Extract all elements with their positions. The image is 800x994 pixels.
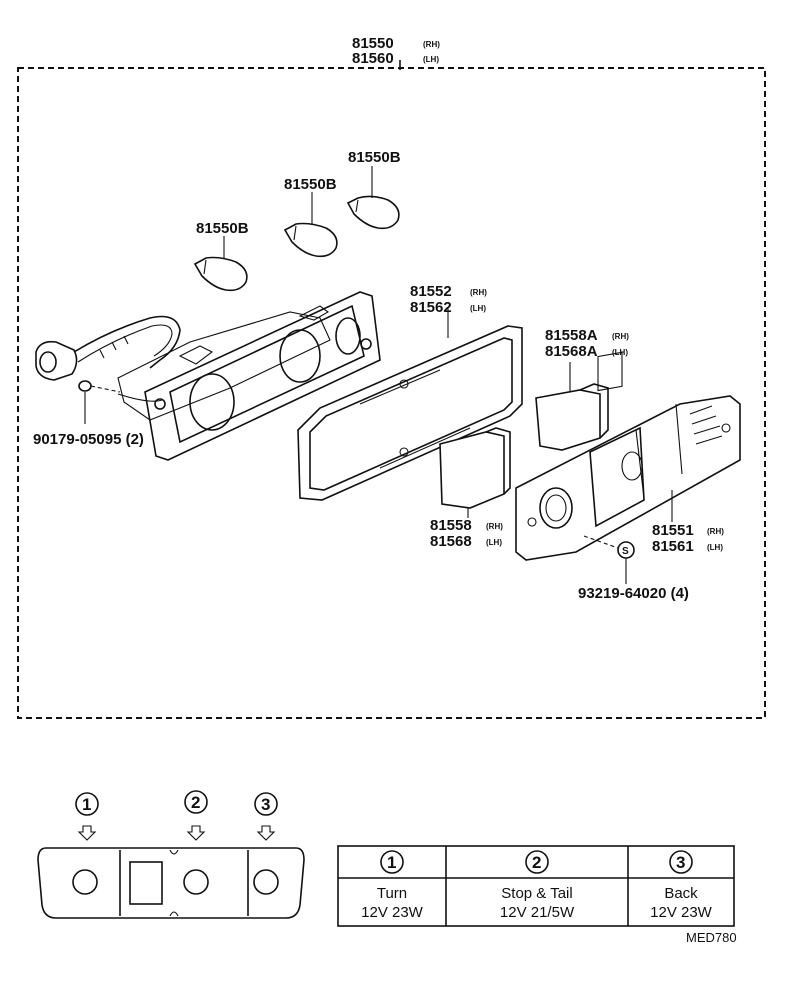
reflector-lower-tag-lh: (LH) (486, 538, 502, 547)
screw-right-label: 93219-64020 (4) (578, 585, 689, 602)
bulb-middle-label: 81550B (284, 176, 337, 193)
reflector-upper-part-lh: 81568A (545, 343, 598, 360)
bulb-left-label: 81550B (196, 220, 249, 237)
socket-connector (35, 315, 181, 381)
assembly-part-rh: 81550 (352, 35, 394, 52)
assembly-part-lh: 81560 (352, 50, 394, 67)
position-marker-1-num: 1 (82, 795, 91, 814)
table-col-3-num: 3 (676, 853, 685, 872)
screw-left-label: 90179-05095 (2) (33, 431, 144, 448)
reflector-lower-tag-rh: (RH) (486, 522, 503, 531)
bulb-left (193, 236, 248, 292)
gasket-tag-rh: (RH) (470, 288, 487, 297)
position-marker-2: 2 (184, 790, 208, 841)
table-col-2-name: Stop & Tail (501, 885, 572, 902)
lens-part-rh: 81551 (652, 522, 694, 539)
lamp-housing (117, 291, 381, 461)
table-col-1: 1 Turn 12V 23W (361, 850, 424, 921)
assembly-tag-lh: (LH) (423, 55, 439, 64)
bulb-top-label: 81550B (348, 149, 401, 166)
reflector-lower-part-lh: 81568 (430, 533, 472, 550)
table-col-1-num: 1 (387, 853, 396, 872)
position-marker-3-num: 3 (261, 795, 270, 814)
table-col-3-name: Back (664, 885, 698, 902)
reflector-upper-tag-rh: (RH) (612, 332, 629, 341)
screw-right-symbol: S (622, 546, 629, 557)
position-marker-3: 3 (254, 792, 278, 841)
reflector-lower-part-rh: 81558 (430, 517, 472, 534)
table-col-2: 2 Stop & Tail 12V 21/5W (500, 850, 575, 921)
bulb-spec-table (337, 845, 735, 927)
table-col-2-spec: 12V 21/5W (500, 904, 575, 921)
lens-tag-lh: (LH) (707, 543, 723, 552)
diagram-code: MED780 (686, 930, 737, 945)
lens (515, 351, 741, 561)
gasket-tag-lh: (LH) (470, 304, 486, 313)
gasket-part-rh: 81552 (410, 283, 452, 300)
assembly-tag-rh: (RH) (423, 40, 440, 49)
table-col-3-spec: 12V 23W (650, 904, 713, 921)
position-marker-2-num: 2 (191, 793, 200, 812)
table-col-2-num: 2 (532, 853, 541, 872)
table-col-3: 3 Back 12V 23W (650, 850, 713, 921)
reflector-upper-part-rh: 81558A (545, 327, 598, 344)
screw-right: S (583, 535, 635, 584)
gasket (297, 308, 523, 501)
bulb-middle (283, 192, 338, 258)
lens-part-lh: 81561 (652, 538, 694, 555)
bulb-top (346, 166, 400, 230)
screw-left (78, 380, 121, 424)
reflector-lower (439, 427, 511, 518)
assembly-boundary (17, 60, 766, 719)
gasket-part-lh: 81562 (410, 299, 452, 316)
lens-tag-rh: (RH) (707, 527, 724, 536)
position-marker-1: 1 (75, 792, 99, 841)
lamp-position-diagram (37, 847, 305, 919)
table-col-1-spec: 12V 23W (361, 904, 424, 921)
reflector-upper (535, 362, 609, 451)
table-col-1-name: Turn (377, 885, 407, 902)
